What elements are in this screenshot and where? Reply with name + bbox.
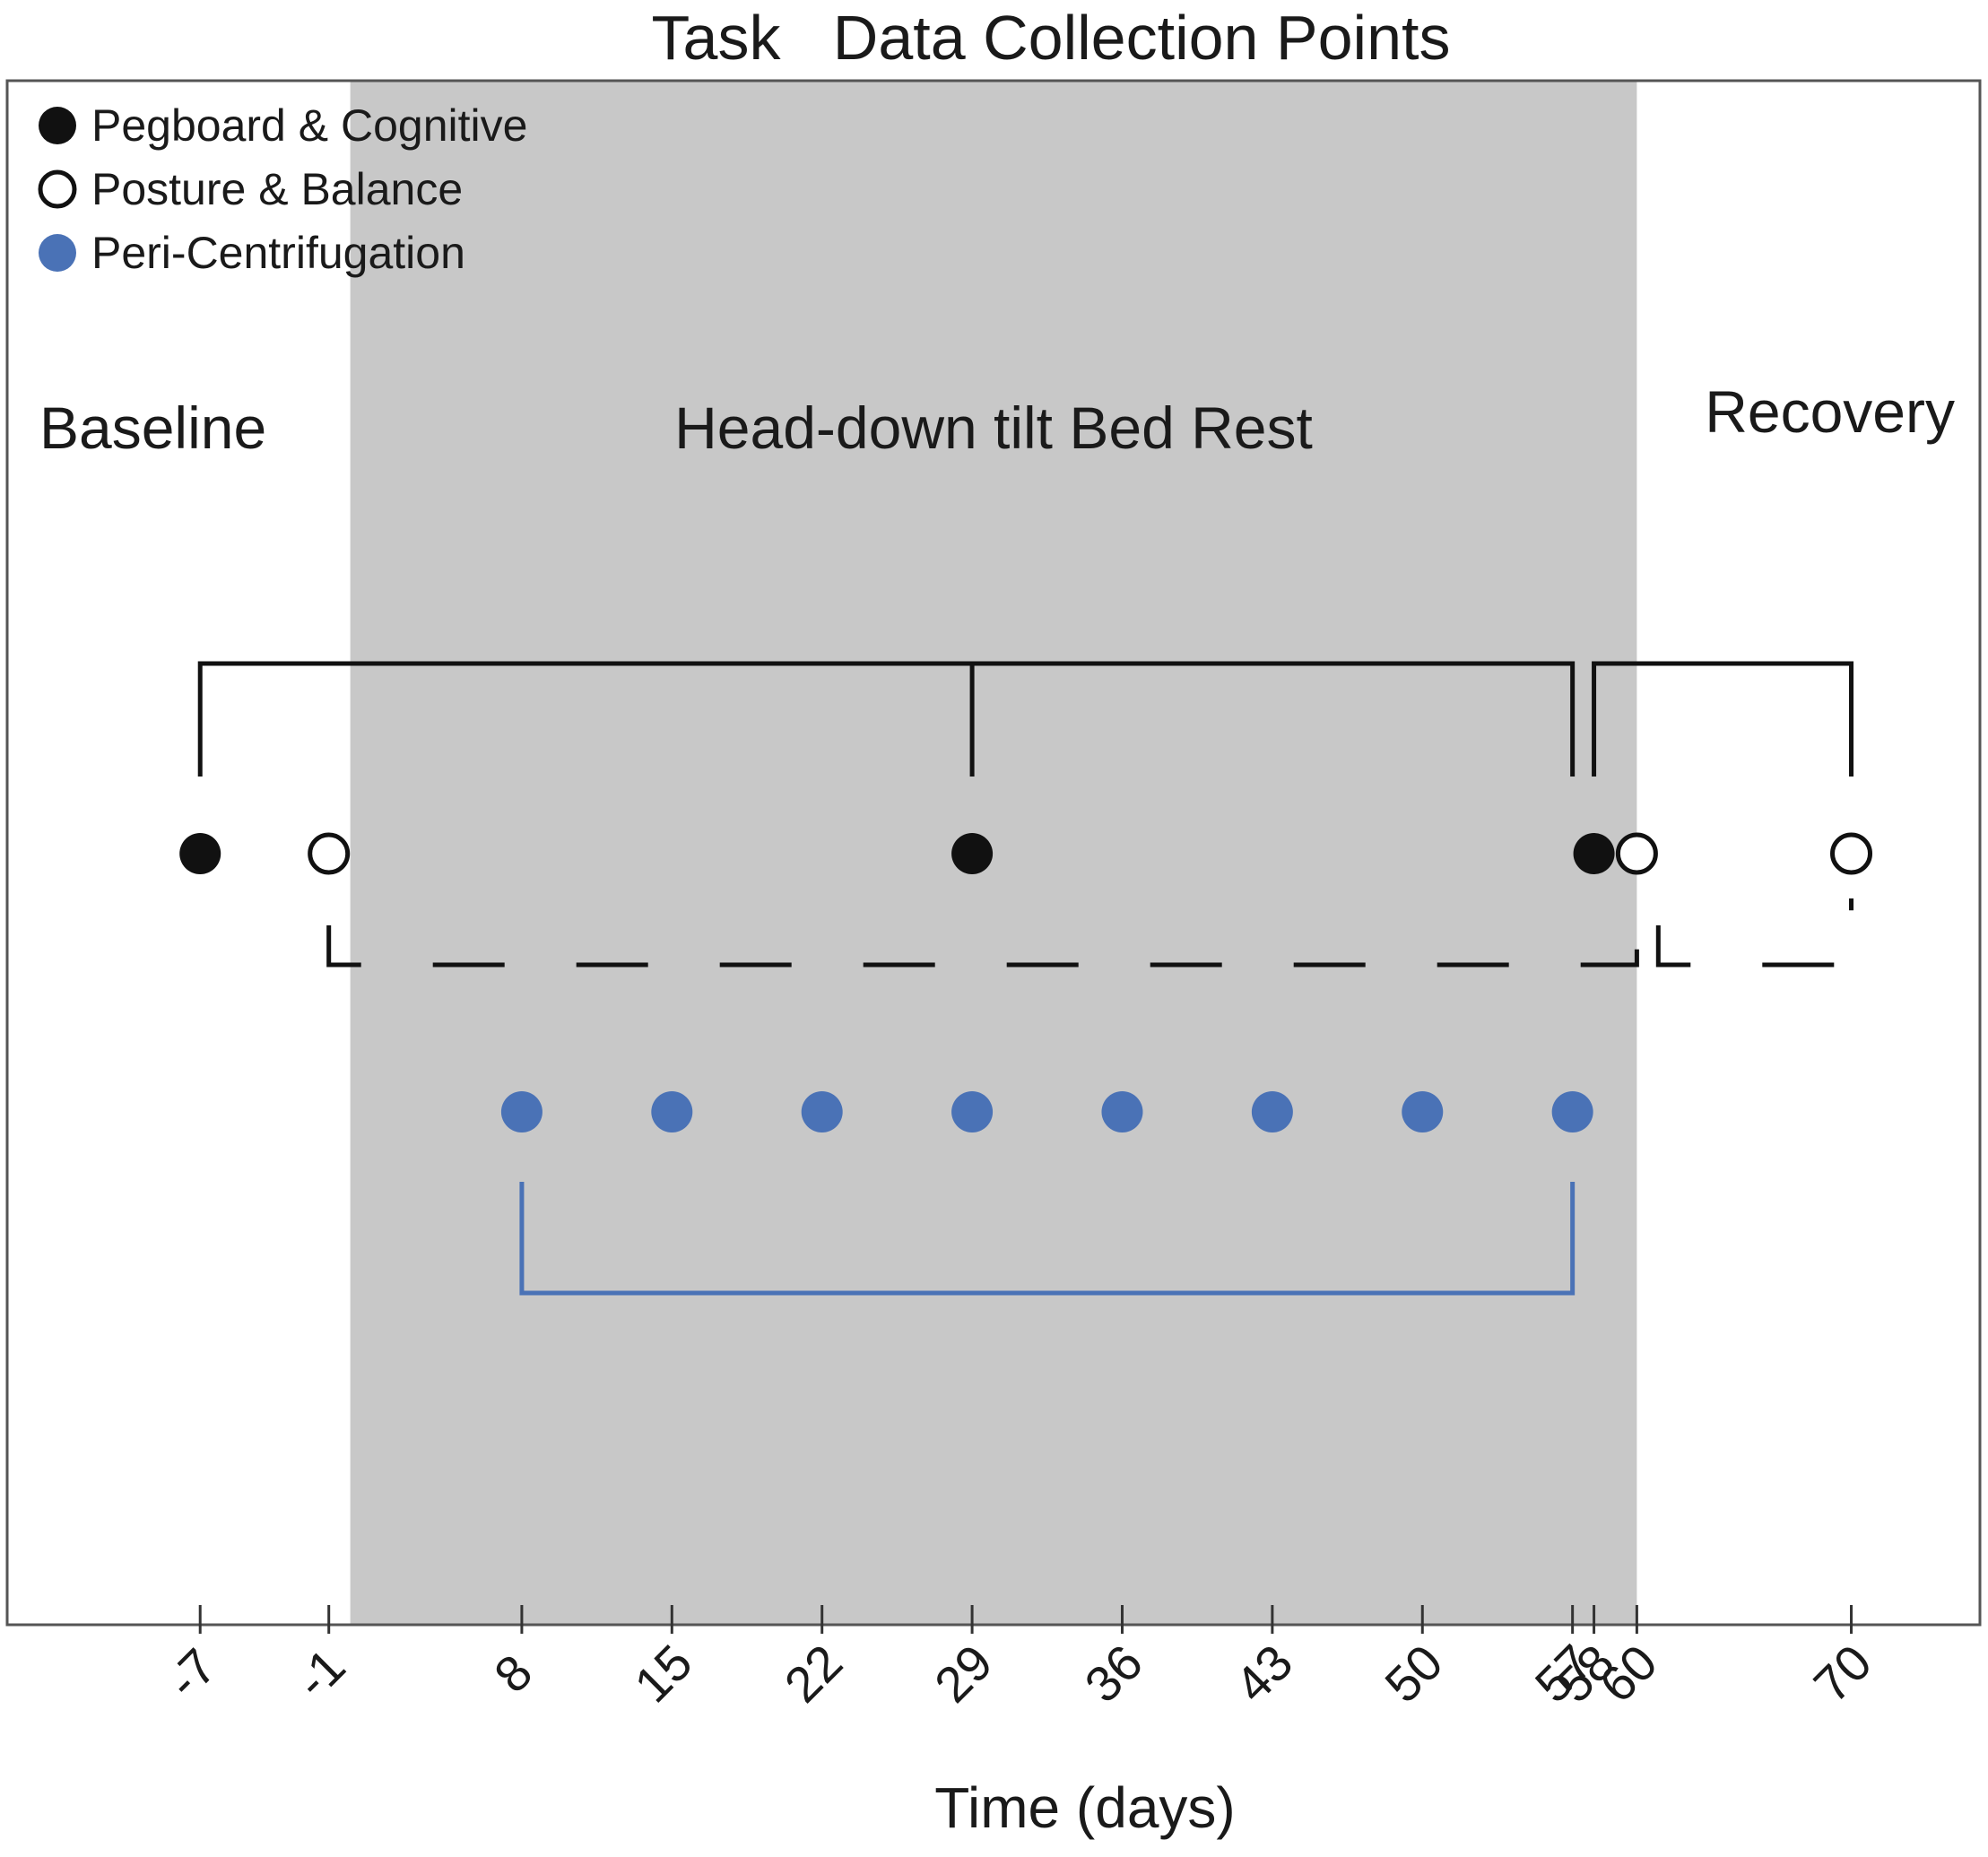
bracket-posture-balance-3 [1655,898,1854,968]
x-tick-label-36: 36 [1073,1634,1153,1714]
point-peri-centrifugation-day-15 [651,1091,693,1132]
point-peri-centrifugation-day-36 [1101,1091,1143,1132]
phase-label-baseline: Baseline [39,395,266,461]
legend-marker-posture-balance [38,169,77,209]
legend-label-posture-balance: Posture & Balance [91,164,463,214]
bracket-pegboard-cognitive-1 [1592,661,1854,777]
phase-layer: Baseline Head-down tilt Bed Rest Recovery [39,81,1955,1625]
bracket-layer [197,661,1854,1296]
x-tick-label-minus-1: -1 [284,1637,356,1709]
point-posture-balance-day-70 [1830,832,1873,875]
x-tick-label-minus-7: -7 [156,1637,228,1709]
bracket-peri-centrifugation-4 [519,1182,1576,1296]
x-tick-label-22: 22 [774,1634,854,1714]
legend-marker-peri-centrifugation [39,234,76,272]
point-peri-centrifugation-day-8 [500,1091,543,1132]
phase-label-recovery: Recovery [1705,378,1955,445]
point-layer [179,832,1873,1132]
x-axis-label: Time (days) [934,1775,1235,1840]
plot-frame [5,79,1982,1627]
point-pegboard-cognitive-day-29 [951,833,994,874]
point-peri-centrifugation-day-50 [1402,1091,1444,1132]
point-posture-balance-day-70-ring [1830,832,1873,875]
legend-label-pegboard-cognitive: Pegboard & Cognitive [91,100,527,151]
x-tick-label-29: 29 [924,1634,1003,1714]
point-posture-balance-day-minus-1 [308,832,351,875]
point-pegboard-cognitive-day-58 [1573,833,1615,874]
point-peri-centrifugation-day-43 [1251,1091,1293,1132]
legend-label-peri-centrifugation: Peri-Centrifugation [91,228,465,278]
x-tick-label-60: 60 [1588,1634,1668,1714]
point-peri-centrifugation-day-29 [951,1091,994,1132]
bracket-pegboard-cognitive-0 [197,661,1576,777]
phase-region-head-down-tilt-bed-rest [350,81,1637,1625]
x-tick-label-15: 15 [623,1634,703,1714]
x-tick-label-50: 50 [1374,1634,1454,1714]
phase-label-head-down-tilt-bed-rest: Head-down tilt Bed Rest [674,395,1313,461]
legend-marker-pegboard-cognitive [39,107,76,144]
x-tick-label-70: 70 [1802,1634,1882,1714]
point-posture-balance-day-60 [1615,832,1658,875]
bracket-posture-balance-2 [326,898,1639,968]
point-peri-centrifugation-day-57 [1551,1091,1593,1132]
point-peri-centrifugation-day-22 [801,1091,843,1132]
chart-title: Task Data Collection Points [652,3,1451,73]
x-tick-label-8: 8 [483,1644,543,1704]
x-tick-label-43: 43 [1224,1634,1304,1714]
point-pegboard-cognitive-day-minus-7 [179,833,221,874]
